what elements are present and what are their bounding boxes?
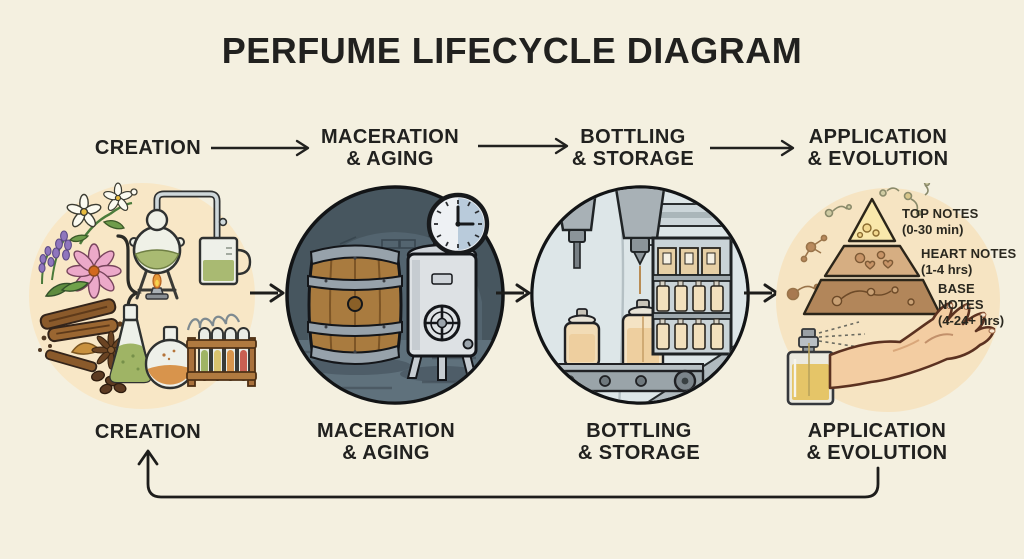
- flow-label-bottom-application: APPLICATION & EVOLUTION: [762, 420, 992, 464]
- flow-label-bottom-creation: CREATION: [33, 421, 263, 443]
- stage-name-line2: & AGING: [346, 148, 434, 170]
- spray-bottle-icon: [786, 328, 835, 406]
- molecule-doodles-icon: [786, 183, 931, 301]
- feedback-loop-arrow: [137, 449, 880, 499]
- stage-name: BOTTLING: [586, 420, 692, 442]
- tier-name: BASE NOTES: [938, 281, 984, 312]
- stage-name: APPLICATION: [807, 420, 947, 442]
- perfume-bottle-icon: [563, 308, 601, 368]
- distillation-still-icon: [129, 190, 228, 300]
- stage-name-line2: & AGING: [342, 442, 430, 464]
- flow-label-bottom-bottling: BOTTLING & STORAGE: [524, 420, 754, 464]
- steel-tank-icon: [406, 237, 478, 381]
- tier-name: HEART NOTES: [921, 246, 1017, 261]
- stage-name-line2: & EVOLUTION: [806, 442, 948, 464]
- stage-name: CREATION: [94, 421, 202, 443]
- maceration-aging-illustration: [285, 185, 505, 405]
- pyramid-label-heart-notes: HEART NOTES (1-4 hrs): [921, 246, 1016, 278]
- oak-barrel-icon: [307, 244, 403, 365]
- wrist-hand-icon: [828, 301, 996, 390]
- diagram-title: PERFUME LIFECYCLE DIAGRAM: [221, 30, 803, 71]
- stage-arrow-1: [250, 283, 285, 303]
- tier-duration: (0-30 min): [902, 222, 964, 237]
- storage-shelf-icon: [651, 236, 733, 356]
- white-flowers-icon: [66, 182, 138, 245]
- flow-label-top-maceration: MACERATION & AGING: [275, 126, 505, 170]
- tier-duration: (1-4 hrs): [921, 262, 973, 277]
- stage-name: MACERATION: [320, 126, 460, 148]
- stage-name-line2: & EVOLUTION: [807, 148, 949, 170]
- factory-scene: [533, 188, 747, 402]
- test-tube-rack-icon: [186, 313, 257, 387]
- cellar-scene: [288, 232, 502, 402]
- flow-arrow-creation-to-maceration: [211, 139, 310, 157]
- flow-label-top-bottling: BOTTLING & STORAGE: [518, 126, 748, 170]
- shelved-bottles: [656, 280, 724, 312]
- flow-label-top-application: APPLICATION & EVOLUTION: [763, 126, 993, 170]
- stage-name-line2: & STORAGE: [577, 442, 701, 464]
- pyramid-label-base-notes: BASE NOTES (4-24+ hrs): [938, 281, 1024, 329]
- beaker-icon: [198, 236, 252, 286]
- tier-name: TOP NOTES: [902, 206, 979, 221]
- stage-arrow-2: [496, 283, 531, 303]
- flow-label-bottom-maceration: MACERATION & AGING: [271, 420, 501, 464]
- shelved-bottles: [656, 318, 724, 350]
- application-evolution-illustration: [776, 183, 1000, 412]
- lavender-icon: [38, 230, 72, 285]
- stage-name: BOTTLING: [580, 126, 686, 148]
- clock-icon: [426, 192, 490, 256]
- flow-label-top-creation: CREATION: [33, 137, 263, 159]
- tier-duration: (4-24+ hrs): [938, 313, 1005, 328]
- stage-name: MACERATION: [316, 420, 456, 442]
- scent-pyramid-icon: [802, 197, 942, 316]
- pyramid-label-top-notes: TOP NOTES (0-30 min): [902, 206, 978, 238]
- flow-arrow-maceration-to-bottling: [478, 137, 569, 155]
- bottling-storage-illustration: [530, 185, 750, 405]
- pink-flower-icon: [66, 243, 122, 299]
- creation-illustration: [29, 182, 257, 409]
- stage-name: CREATION: [94, 137, 202, 159]
- flow-arrow-bottling-to-application: [710, 139, 795, 157]
- stage-name-line2: & STORAGE: [571, 148, 695, 170]
- stage-name: APPLICATION: [808, 126, 948, 148]
